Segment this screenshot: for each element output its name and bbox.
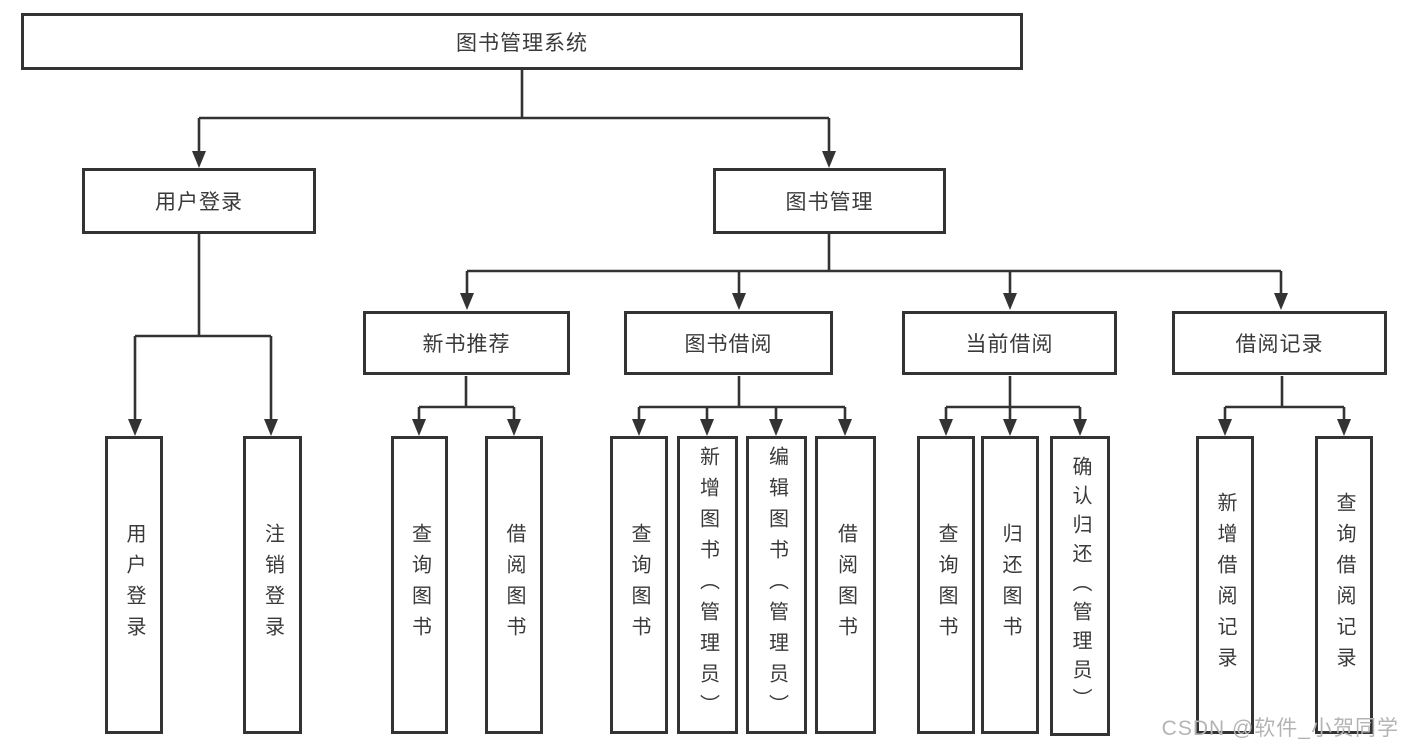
node-label: 新增图书（管理员） bbox=[696, 445, 719, 725]
node-book-management: 图书管理 bbox=[713, 168, 946, 234]
leaf-add-borrow-record: 新增借阅记录 bbox=[1196, 436, 1254, 734]
node-label: 确认归还（管理员） bbox=[1069, 455, 1091, 717]
leaf-return-books: 归还图书 bbox=[981, 436, 1039, 734]
node-label: 编辑图书（管理员） bbox=[765, 445, 788, 725]
node-new-book-recommend: 新书推荐 bbox=[363, 311, 570, 375]
node-label: 归还图书 bbox=[999, 523, 1021, 647]
node-label: 注销登录 bbox=[261, 523, 284, 647]
csdn-watermark: CSDN @软件_小贺同学 bbox=[1161, 717, 1399, 740]
leaf-query-books-3: 查询图书 bbox=[917, 436, 975, 734]
node-book-borrowing: 图书借阅 bbox=[624, 311, 833, 375]
leaf-borrow-books-2: 借阅图书 bbox=[815, 436, 876, 734]
node-label: 图书管理 bbox=[785, 191, 874, 214]
node-label: 图书管理系统 bbox=[456, 31, 588, 55]
node-borrowing-records: 借阅记录 bbox=[1172, 311, 1387, 375]
node-current-borrowing: 当前借阅 bbox=[902, 311, 1117, 375]
leaf-query-borrow-record: 查询借阅记录 bbox=[1315, 436, 1373, 734]
node-label: 借阅图书 bbox=[834, 523, 857, 647]
node-label: 图书借阅 bbox=[684, 333, 773, 356]
arrowhead-icons bbox=[128, 151, 1351, 436]
node-label: 借阅图书 bbox=[503, 523, 525, 647]
node-label: 查询图书 bbox=[408, 523, 431, 647]
leaf-confirm-return-admin: 确认归还（管理员） bbox=[1050, 436, 1110, 736]
leaf-user-login: 用户登录 bbox=[105, 436, 163, 734]
node-label: 查询借阅记录 bbox=[1333, 492, 1355, 678]
leaf-edit-books-admin: 编辑图书（管理员） bbox=[746, 436, 807, 734]
node-label: 新增借阅记录 bbox=[1214, 492, 1236, 678]
leaf-query-books-2: 查询图书 bbox=[610, 436, 668, 734]
leaf-logout: 注销登录 bbox=[243, 436, 302, 734]
node-user-login: 用户登录 bbox=[82, 168, 316, 234]
node-label: 当前借阅 bbox=[965, 333, 1054, 356]
node-label: 借阅记录 bbox=[1235, 333, 1324, 356]
node-label: 用户登录 bbox=[123, 523, 145, 647]
leaf-query-books-1: 查询图书 bbox=[391, 436, 448, 734]
node-label: 新书推荐 bbox=[422, 333, 511, 356]
node-label: 查询图书 bbox=[628, 523, 650, 647]
leaf-borrow-books-1: 借阅图书 bbox=[485, 436, 543, 734]
node-library-management-system: 图书管理系统 bbox=[21, 13, 1023, 70]
leaf-add-books-admin: 新增图书（管理员） bbox=[677, 436, 738, 734]
node-label: 用户登录 bbox=[155, 191, 243, 214]
node-label: 查询图书 bbox=[935, 523, 957, 647]
